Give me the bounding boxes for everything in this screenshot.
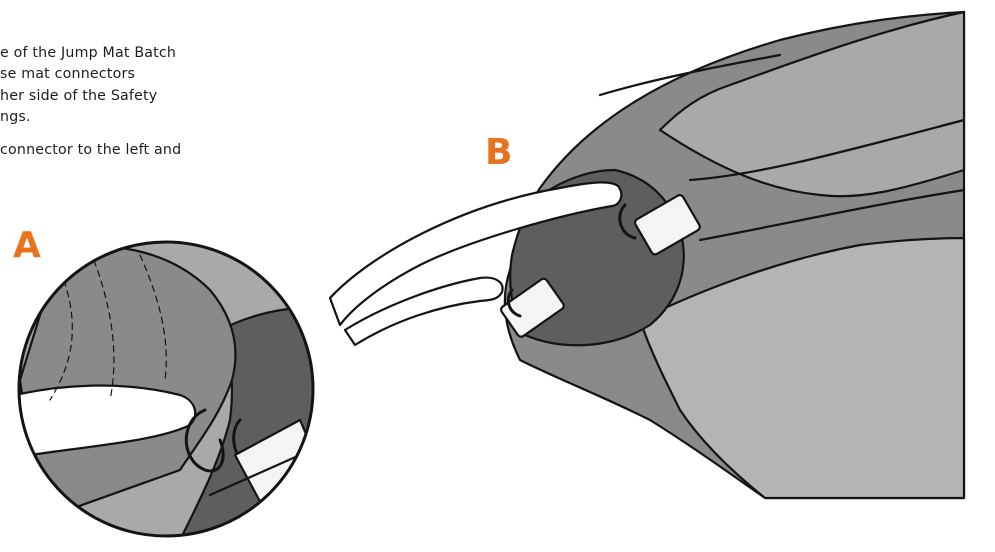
label-a: A xyxy=(13,228,41,264)
safety-pad-body xyxy=(505,12,964,498)
label-b: B xyxy=(485,135,512,171)
